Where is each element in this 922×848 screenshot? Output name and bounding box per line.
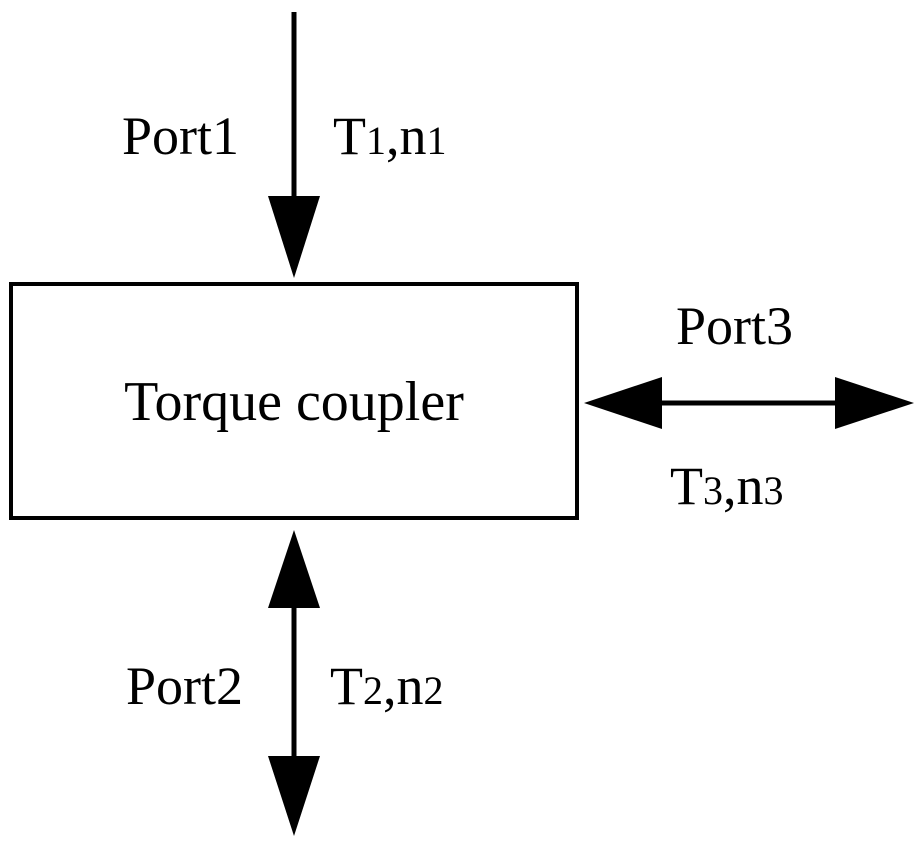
port1-arrow xyxy=(268,12,320,278)
torque-coupler-block xyxy=(9,282,579,520)
port3-variables: T3,n3 xyxy=(670,456,784,516)
port2-name: Port2 xyxy=(126,656,243,716)
port1-name: Port1 xyxy=(122,106,239,166)
torque-coupler-label: Torque coupler xyxy=(124,371,464,433)
port1-variables: T1,n1 xyxy=(333,106,447,166)
port2-variables: T2,n2 xyxy=(330,656,444,716)
port3-name: Port3 xyxy=(676,296,793,356)
port2-arrow xyxy=(268,530,320,836)
port3-arrow xyxy=(584,377,914,429)
